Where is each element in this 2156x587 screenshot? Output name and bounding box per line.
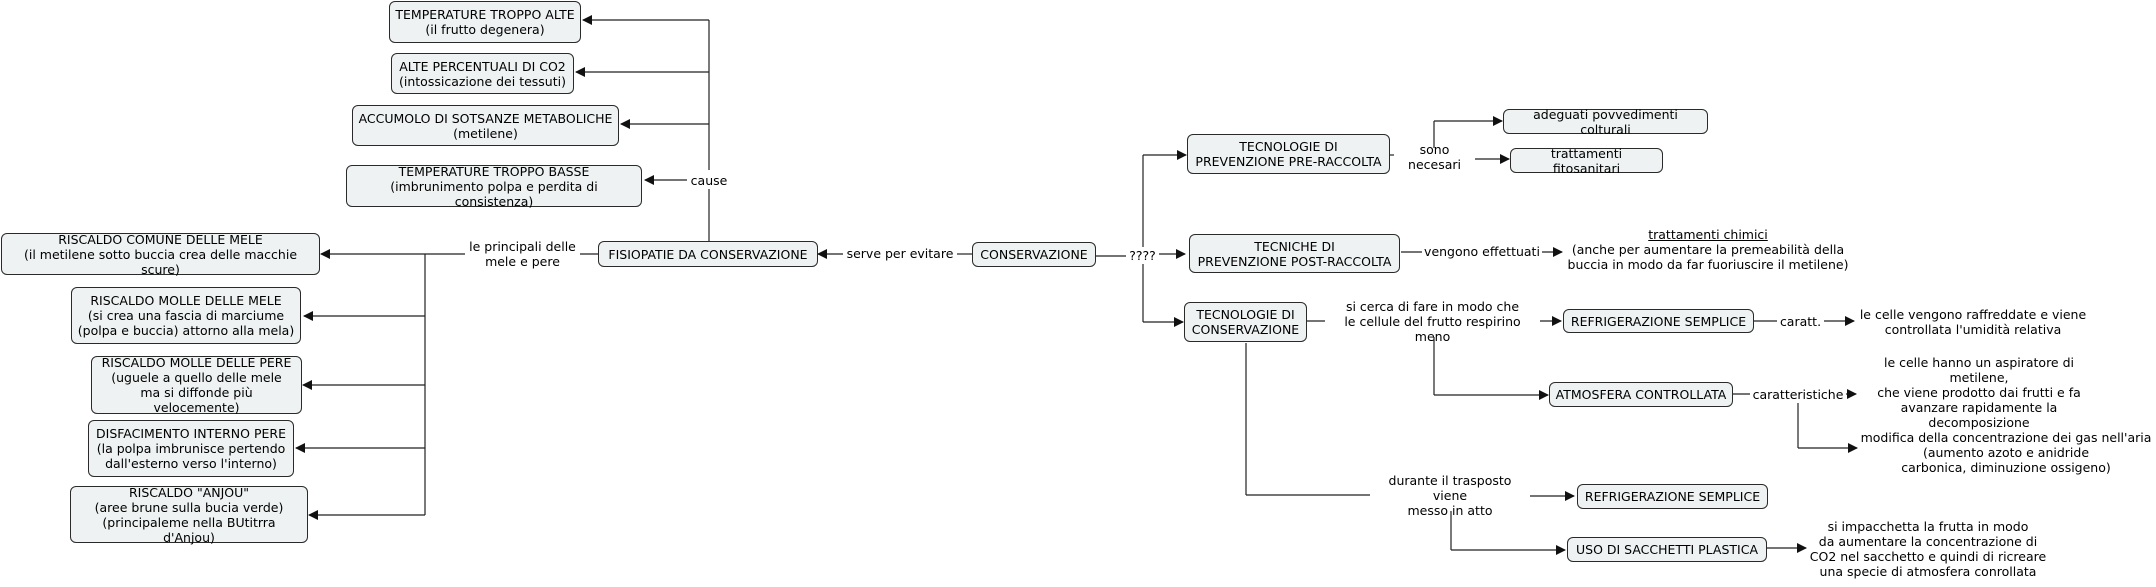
adeguati-node[interactable]: adeguati povvedimenti colturali xyxy=(1503,107,1708,137)
label-durante: durante il trasposto viene messo in atto xyxy=(1370,473,1530,518)
celle-aspiratore-text: le celle hanno un aspiratore di metilene… xyxy=(1877,354,2081,430)
riscaldo-molle-mele-node[interactable]: RISCALDO MOLLE DELLE MELE (si crea una f… xyxy=(71,287,301,344)
label-question-marks: ???? xyxy=(1126,247,1159,264)
impacchetta-text: si impacchetta la frutta in modo da aume… xyxy=(1809,519,2047,579)
temperature-basse-node[interactable]: TEMPERATURE TROPPO BASSE (imbrunimento p… xyxy=(346,164,642,209)
conservazione-node[interactable]: CONSERVAZIONE xyxy=(972,242,1096,267)
sacchetti-plastica-node[interactable]: USO DI SACCHETTI PLASTICA xyxy=(1567,537,1767,562)
atmosfera-controllata-node[interactable]: ATMOSFERA CONTROLLATA xyxy=(1549,382,1733,407)
label-vengono-effettuati: vengono effettuati xyxy=(1422,243,1542,260)
temperature-alte-node[interactable]: TEMPERATURE TROPPO ALTE (il frutto degen… xyxy=(389,1,581,43)
pre-raccolta-node[interactable]: TECNOLOGIE DI PREVENZIONE PRE-RACCOLTA xyxy=(1187,134,1390,174)
label-cause: cause xyxy=(687,172,731,189)
label-serve-per-evitare: serve per evitare xyxy=(843,245,957,262)
label-sono-necesari: sono necesari xyxy=(1394,142,1475,172)
riscaldo-comune-node[interactable]: RISCALDO COMUNE DELLE MELE (il metilene … xyxy=(1,232,320,277)
accumolo-node[interactable]: ACCUMOLO DI SOTSANZE METABOLICHE (metile… xyxy=(352,105,619,146)
trattamenti-chimici-body: (anche per aumentare la premeabilità del… xyxy=(1567,241,1849,272)
post-raccolta-node[interactable]: TECNICHE DI PREVENZIONE POST-RACCOLTA xyxy=(1189,234,1400,273)
disfacimento-node[interactable]: DISFACIMENTO INTERNO PERE (la polpa imbr… xyxy=(88,420,294,477)
riscaldo-molle-pere-node[interactable]: RISCALDO MOLLE DELLE PERE (uguele a quel… xyxy=(91,355,302,415)
label-si-cerca: si cerca di fare in modo che le cellule … xyxy=(1325,299,1540,344)
label-caratteristiche: caratteristiche xyxy=(1750,386,1846,403)
trattamenti-fitosanitari-node[interactable]: trattamenti fitosanitari xyxy=(1510,146,1663,176)
tecnologie-conservazione-node[interactable]: TECNOLOGIE DI CONSERVAZIONE xyxy=(1184,302,1307,342)
riscaldo-anjou-node[interactable]: RISCALDO "ANJOU" (aree brune sulla bucia… xyxy=(70,485,308,545)
label-caratt: caratt. xyxy=(1777,313,1824,330)
alte-percentuali-co2-node[interactable]: ALTE PERCENTUALI DI CO2 (intossicazione … xyxy=(391,53,574,94)
refrigerazione-semplice-node-2[interactable]: REFRIGERAZIONE SEMPLICE xyxy=(1577,484,1768,509)
fisiopatie-node[interactable]: FISIOPATIE DA CONSERVAZIONE xyxy=(598,241,818,267)
refrigerazione-semplice-node-1[interactable]: REFRIGERAZIONE SEMPLICE xyxy=(1563,309,1754,333)
trattamenti-chimici-title: trattamenti chimici xyxy=(1648,226,1768,242)
modifica-gas-text: modifica della concentrazione dei gas ne… xyxy=(1860,429,2152,475)
label-le-principali: le principali delle mele e pere xyxy=(465,238,580,270)
celle-refrigerazione-text: le celle vengono raffreddate e viene con… xyxy=(1859,307,2087,337)
trattamenti-chimici-text: trattamenti chimici (anche per aumentare… xyxy=(1563,226,1853,272)
